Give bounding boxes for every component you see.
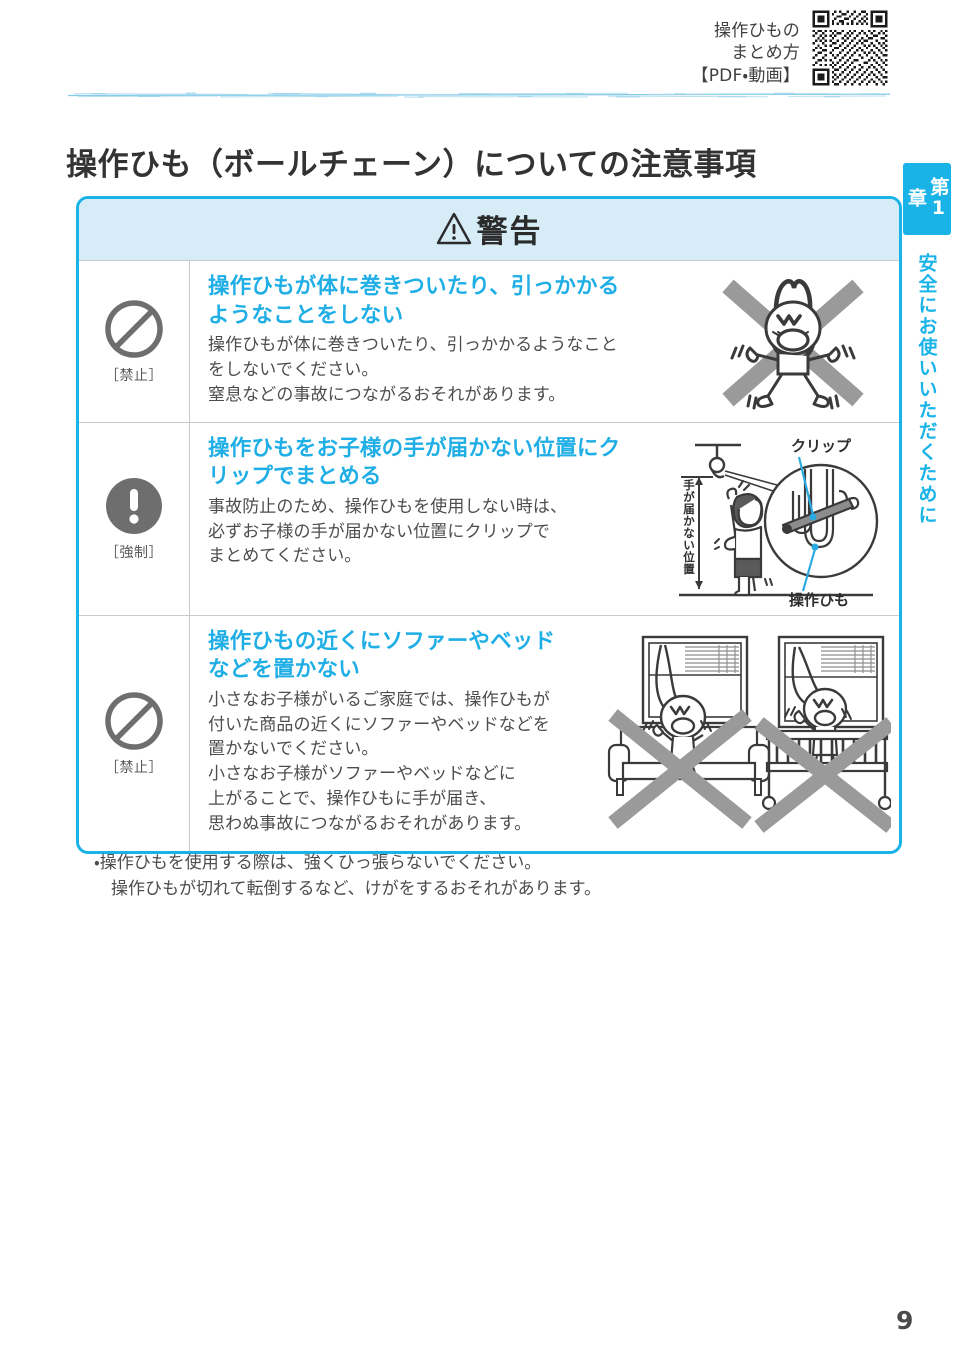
brushed-divider-line bbox=[68, 92, 890, 98]
clip-bundling-cord-illustration: 手が届かない位置 bbox=[679, 437, 879, 609]
warning-triangle-icon bbox=[436, 212, 471, 245]
mandatory-icon bbox=[106, 478, 162, 535]
warning-icon-caption: ［強制］ bbox=[105, 545, 163, 562]
qr-code-icon[interactable] bbox=[810, 8, 890, 88]
qr-header-block: 操作ひもの まとめ方 【PDF・動画】 bbox=[690, 8, 890, 92]
warning-row: ［禁止］ 操作ひもの近くにソファーやベッド などを置かない 小さなお子様がいるご… bbox=[79, 614, 899, 851]
sofa-and-crib-near-window-illustration bbox=[607, 635, 891, 834]
child-tangled-in-cord-illustration bbox=[722, 279, 864, 410]
warning-body: 事故防止のため、操作ひもを使用しない時は、 必ずお子様の手が届かない位置にクリッ… bbox=[208, 496, 568, 567]
chapter-tab-label: 安全にお使いいただくために bbox=[915, 253, 938, 526]
warning-row: ［禁止］ 操作ひもが体に巻きついたり、引っかかる ようなことをしない 操作ひもが… bbox=[79, 260, 899, 422]
page-title: 操作ひも（ボールチェーン）についての注意事項 bbox=[66, 146, 757, 183]
warning-figure-cell bbox=[698, 261, 899, 422]
figure-label-cord: 操作ひも bbox=[789, 591, 849, 609]
warning-text-cell: 操作ひもの近くにソファーやベッド などを置かない 小さなお子様がいるご家庭では、… bbox=[189, 615, 591, 851]
warning-row: ［強制］ 操作ひもをお子様の手が届かない位置にク リップでまとめる 事故防止のた… bbox=[79, 421, 899, 615]
prohibition-icon bbox=[105, 300, 163, 358]
warning-heading: 操作ひもをお子様の手が届かない位置にク リップでまとめる bbox=[208, 435, 621, 490]
figure-label-clip: クリップ bbox=[791, 437, 852, 455]
warning-heading: 操作ひもが体に巻きついたり、引っかかる ようなことをしない bbox=[208, 274, 620, 328]
warning-icon-cell: ［禁止］ bbox=[79, 261, 189, 422]
warning-body: 小さなお子様がいるご家庭では、操作ひもが 付いた商品の近くにソファーやベッドなど… bbox=[208, 689, 550, 834]
qr-caption: 操作ひもの まとめ方 【PDF・動画】 bbox=[691, 21, 800, 86]
warning-figure-cell bbox=[591, 616, 899, 851]
warning-header-text: 警告 bbox=[476, 214, 543, 250]
chapter-tab[interactable]: 第1章 安全にお使いいただくために bbox=[903, 163, 951, 543]
warning-icon-caption: ［禁止］ bbox=[105, 367, 163, 384]
figure-label-out-of-reach: 手が届かない位置 bbox=[682, 478, 695, 576]
warning-body: 操作ひもが体に巻きついたり、引っかかるようなこと をしないでください。 窒息など… bbox=[208, 335, 618, 405]
warning-text-cell: 操作ひもが体に巻きついたり、引っかかる ようなことをしない 操作ひもが体に巻きつ… bbox=[189, 261, 698, 422]
warning-icon-caption: ［禁止］ bbox=[105, 759, 163, 776]
warning-icon-cell: ［強制］ bbox=[79, 423, 189, 615]
warning-box: 警告 ［禁止］ 操作ひもが体に巻きついたり、引っかかる ようなことをしない 操作… bbox=[76, 196, 902, 854]
warning-box-header: 警告 bbox=[79, 199, 899, 260]
warning-heading: 操作ひもの近くにソファーやベッド などを置かない bbox=[208, 628, 556, 683]
footer-note: ・操作ひもを使用する際は、強くひっ張らないでください。 操作ひもが切れて転倒する… bbox=[94, 853, 601, 900]
prohibition-icon bbox=[105, 691, 163, 750]
page-number: 9 bbox=[896, 1306, 914, 1335]
warning-figure-cell: 手が届かない位置 bbox=[665, 423, 899, 615]
warning-icon-cell: ［禁止］ bbox=[79, 616, 189, 851]
chapter-tab-number: 第1章 bbox=[903, 163, 951, 235]
warning-text-cell: 操作ひもをお子様の手が届かない位置にク リップでまとめる 事故防止のため、操作ひ… bbox=[189, 422, 665, 615]
